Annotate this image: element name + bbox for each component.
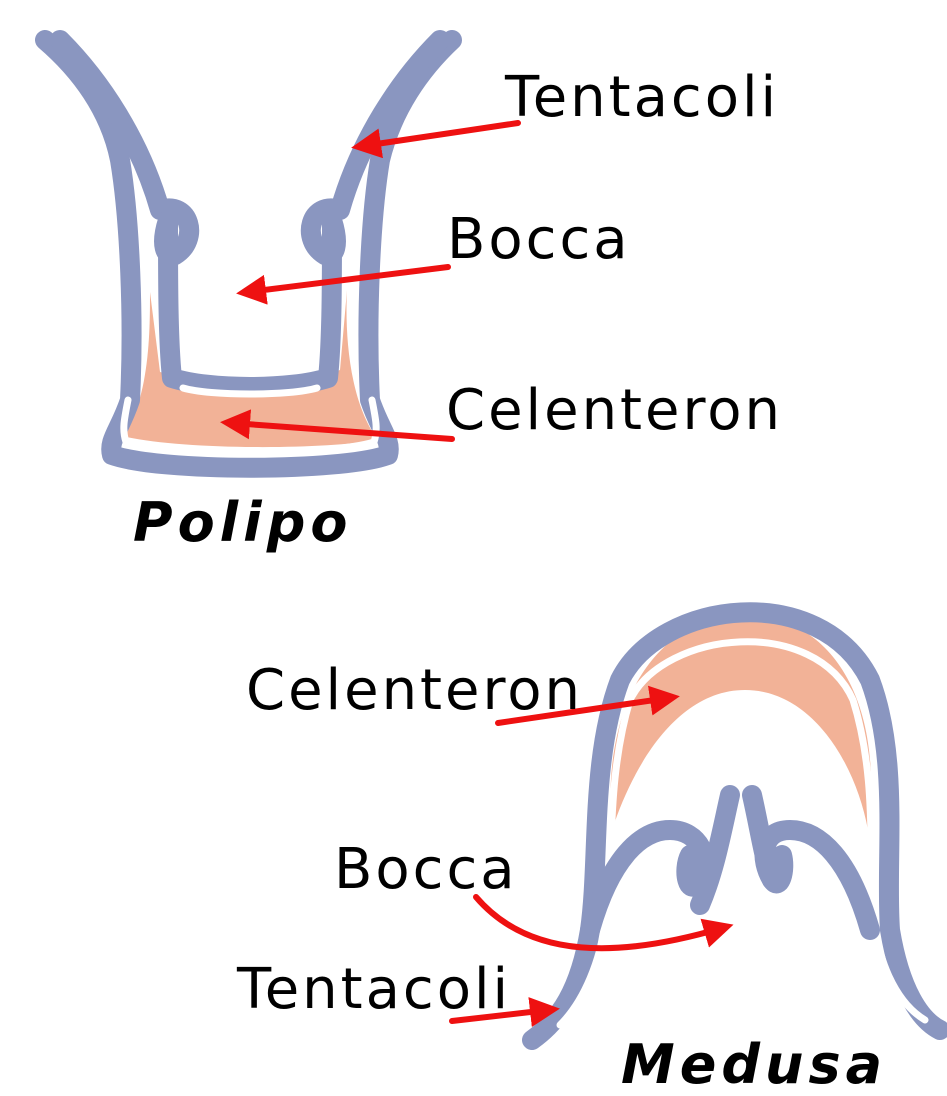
medusa-label-tentacoli: Tentacoli [237, 962, 511, 1018]
medusa-title: Medusa [621, 1038, 887, 1092]
medusa-label-celenteron: Celenteron [246, 663, 583, 719]
polyp-title: Polipo [133, 496, 352, 550]
polyp-bocca-arrow [248, 267, 448, 292]
medusa-manubrium-right [752, 795, 772, 880]
medusa-label-bocca: Bocca [334, 842, 518, 898]
polyp-label-celenteron: Celenteron [446, 383, 783, 439]
medusa-illustration [532, 612, 940, 1040]
polyp-label-bocca: Bocca [447, 212, 631, 268]
polyp-label-tentacoli: Tentacoli [505, 70, 779, 126]
polyp-illustration [45, 40, 452, 468]
